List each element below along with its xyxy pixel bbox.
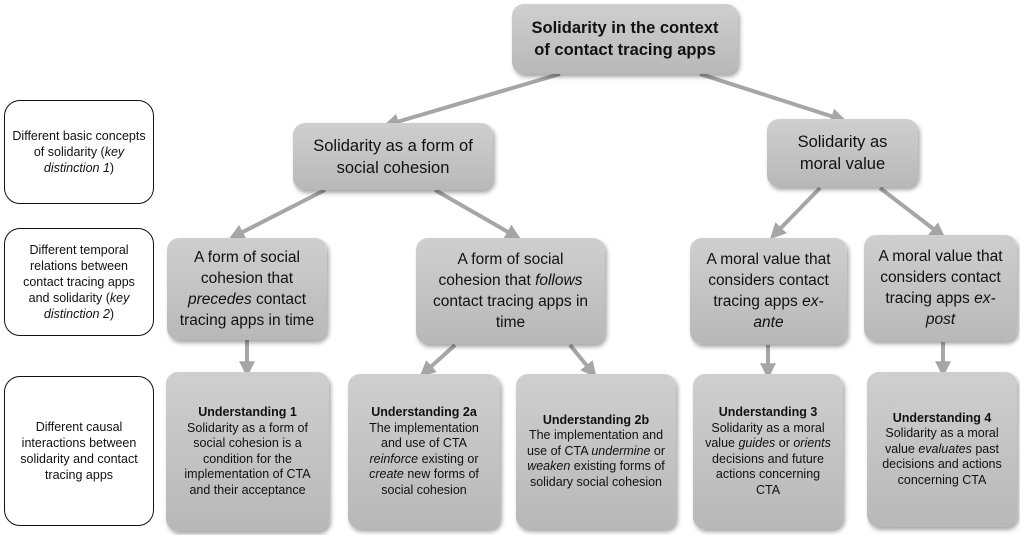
temporal-emphasis: ex-post	[925, 290, 996, 328]
temporal-text: contact tracing apps in time	[432, 293, 589, 331]
side-label-emphasis: key distinction 2	[43, 291, 130, 321]
body-emphasis: create	[369, 467, 404, 481]
arrow-follows-to-u2b	[568, 343, 597, 378]
side-label-text: )	[109, 307, 115, 321]
concept-node-social-cohesion: Solidarity as a form of social cohesion	[293, 123, 493, 190]
understanding-node-3: Understanding 3 Solidarity as a moral va…	[693, 374, 843, 529]
body-text: existing forms of solidary social cohesi…	[529, 459, 665, 489]
side-label-basic-concepts: Different basic concepts of solidarity (…	[4, 100, 154, 204]
body-emphasis: reinforce	[369, 451, 419, 466]
body-emphasis: orients	[793, 436, 831, 450]
temporal-emphasis: follows	[535, 272, 583, 289]
body-text: or	[650, 443, 666, 458]
body-emphasis: guides	[738, 436, 776, 450]
understanding-node-4: Understanding 4 Solidarity as a moral va…	[867, 372, 1017, 527]
understanding-node-2b: Understanding 2b The implementation and …	[516, 374, 676, 529]
temporal-emphasis: precedes	[187, 291, 252, 308]
arrow-cohesion-to-precedes	[228, 188, 326, 240]
body-text: decisions and future actions concerning …	[712, 451, 824, 497]
root-title-line2: of contact tracing apps	[534, 41, 716, 59]
side-label-text: Different basic concepts of solidarity (	[12, 129, 146, 159]
body-emphasis: undermine	[591, 443, 651, 458]
temporal-node-ex-ante: A moral value that considers contact tra…	[690, 238, 847, 344]
understanding-body: Solidarity as a form of social cohesion …	[184, 420, 311, 497]
understanding-title: Understanding 2b	[542, 412, 650, 427]
body-text: The implementation and use of CTA	[369, 420, 479, 451]
arrow-title-to-cohesion	[383, 72, 561, 130]
root-title-line1: Solidarity in the context	[531, 19, 719, 37]
body-emphasis: weaken	[527, 459, 571, 474]
concept-label: Solidarity as a form of social cohesion	[313, 136, 473, 177]
body-text: The implementation and use of CTA	[526, 428, 664, 458]
understanding-title: Understanding 2a	[371, 405, 477, 419]
understanding-body: The implementation and use of CTA underm…	[526, 428, 666, 490]
temporal-text: A moral value that considers contact tra…	[878, 248, 1003, 307]
understanding-body: Solidarity as a moral value guides or or…	[703, 421, 833, 499]
temporal-text: A form of social cohesion that	[194, 249, 300, 287]
body-text: new forms of social cohesion	[381, 467, 479, 497]
side-label-emphasis: key distinction 1	[43, 145, 125, 175]
root-node: Solidarity in the context of contact tra…	[512, 4, 738, 74]
body-text: Solidarity as a moral value	[705, 420, 825, 451]
arrow-cohesion-to-follows	[434, 188, 522, 240]
concept-node-moral-value: Solidarity as moral value	[767, 119, 918, 187]
body-text: existing or	[418, 451, 479, 466]
temporal-node-precedes: A form of social cohesion that precedes …	[167, 238, 327, 340]
understanding-title: Understanding 4	[892, 410, 992, 425]
side-label-text: Different causal interactions between so…	[20, 420, 138, 482]
body-text: past decisions and actions concerning CT…	[882, 441, 1002, 487]
understanding-title: Understanding 3	[718, 405, 818, 419]
understanding-title: Understanding 1	[198, 405, 297, 419]
side-label-temporal-relations: Different temporal relations between con…	[4, 228, 154, 336]
understanding-node-2a: Understanding 2a The implementation and …	[348, 374, 500, 529]
understanding-body: The implementation and use of CTA reinfo…	[358, 421, 490, 499]
arrow-moral-to-ex-post	[878, 186, 946, 239]
temporal-text: A form of social cohesion that	[438, 251, 564, 289]
arrow-follows-to-u2a	[419, 343, 457, 377]
temporal-text: A moral value that considers contact tra…	[706, 251, 831, 310]
body-text: or	[775, 436, 794, 450]
understanding-body: Solidarity as a moral value evaluates pa…	[877, 426, 1007, 488]
side-label-causal-interactions: Different causal interactions between so…	[4, 376, 154, 526]
temporal-node-follows: A form of social cohesion that follows c…	[416, 238, 605, 344]
body-text: Solidarity as a moral value	[885, 426, 999, 456]
concept-label: Solidarity as moral value	[797, 133, 888, 173]
side-label-text: )	[109, 161, 115, 175]
body-emphasis: evaluates	[918, 441, 972, 456]
understanding-node-1: Understanding 1 Solidarity as a form of …	[166, 372, 329, 531]
temporal-text: contact tracing apps in time	[179, 291, 315, 329]
arrow-moral-to-ex-ante	[769, 186, 822, 240]
temporal-node-ex-post: A moral value that considers contact tra…	[864, 235, 1017, 341]
temporal-emphasis: ex-ante	[753, 293, 824, 331]
arrow-title-to-moral	[699, 72, 847, 124]
side-label-text: Different temporal relations between con…	[23, 243, 135, 305]
